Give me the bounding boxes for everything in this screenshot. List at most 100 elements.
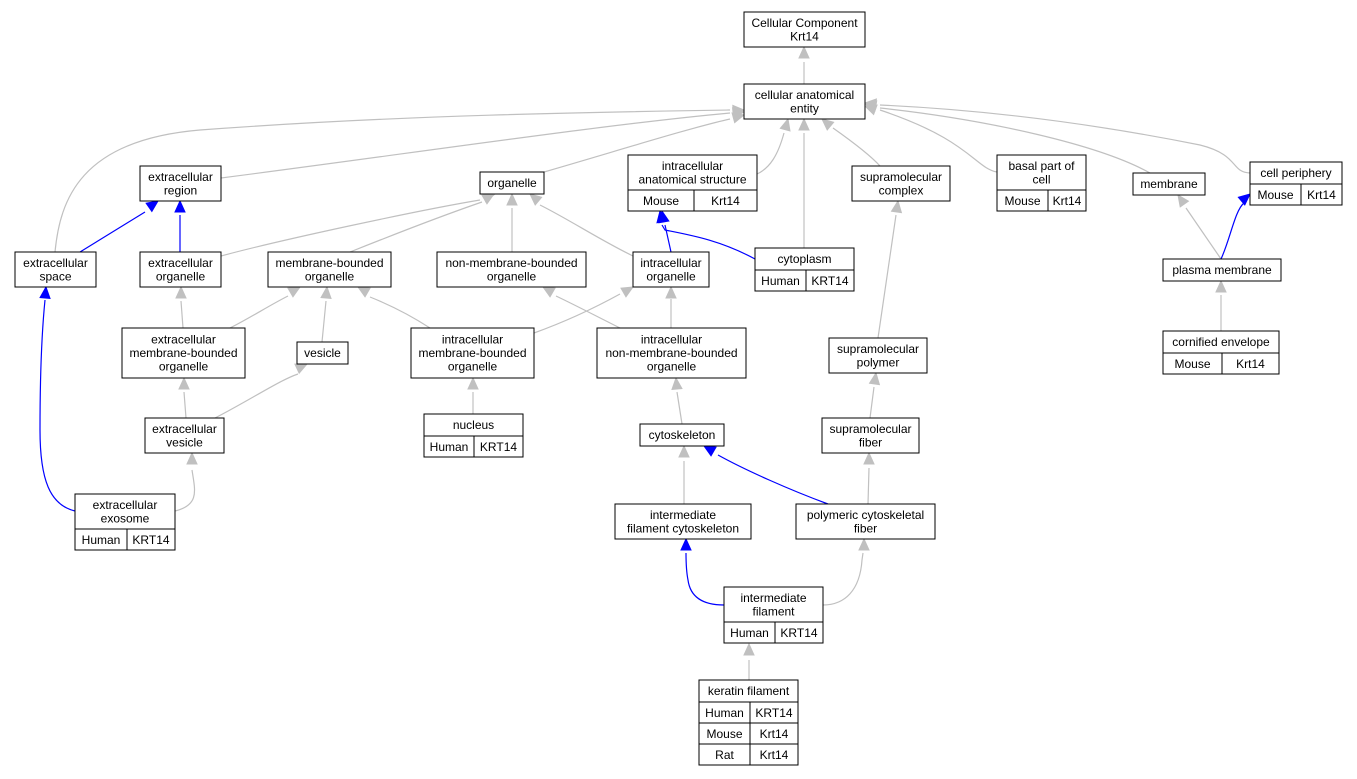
edge-line [676,391,683,425]
node-label-line: Cellular Component [751,16,858,30]
gene-cell: Krt14 [693,189,758,212]
node-label-line: cytoplasm [777,252,831,266]
node-box [1162,258,1282,282]
arrowhead [680,537,692,551]
node-label-line: supramolecular [860,170,942,184]
gene-cell: Krt14 [1047,189,1087,212]
node-box [743,11,866,48]
gene-label: Krt14 [760,727,789,741]
cell-box [774,621,824,644]
arrowhead [287,286,302,298]
edge-line [349,201,483,253]
arrowhead [798,45,810,59]
node-box [723,586,824,623]
arrowhead [821,118,835,131]
arrowhead [506,192,518,206]
edge-line [685,552,725,606]
edge-suppolymer-to-supcomplex [877,199,903,339]
edge-line [543,118,731,173]
node-box [627,154,758,191]
species-label: Human [761,274,800,288]
edge-organelle-to-cae [543,112,746,173]
node-box [996,154,1087,191]
node-vesicle[interactable]: vesicle [296,341,349,365]
edge-nucleus-to-imbo [467,376,479,414]
arrowhead [798,117,810,131]
node-box [410,327,535,379]
species-cell: Human [723,621,776,644]
edge-extspace-to-cae [54,104,746,253]
node-label-line: extracellular [93,498,158,512]
gene-cell: KRT14 [805,269,855,292]
node-label-line: intermediate [650,508,716,522]
node-label-line: anatomical structure [638,172,746,186]
arrowhead [175,285,187,299]
edge-line [822,552,864,606]
node-label-line: organelle [487,176,537,190]
gene-cell: KRT14 [126,528,176,551]
species-label: Mouse [1174,357,1210,371]
node-label-line: cellular anatomical [755,88,854,102]
cell-box [805,269,855,292]
node-membrane[interactable]: membrane [1132,172,1206,196]
edge-line [832,127,881,167]
node-cytoskeleton[interactable]: cytoskeleton [639,423,725,447]
node-organelle[interactable]: organelle [479,171,545,195]
edge-line [229,295,289,329]
node-box [1132,172,1206,196]
node-label-line: nucleus [453,418,494,432]
node-inmbo[interactable]: intracellularnon-membrane-boundedorganel… [596,327,747,379]
species-cell: Mouse [1249,183,1302,206]
node-label-line: basal part of [1008,159,1075,173]
gene-label: Krt14 [711,194,740,208]
node-label-line: plasma membrane [1172,263,1272,277]
gene-label: Krt14 [1053,194,1082,208]
node-label-line: intracellular [640,256,701,270]
cell-box [126,528,176,551]
arrowhead [541,286,556,298]
cell-box [1047,189,1087,212]
edge-plasma-to-periphery [1220,193,1251,260]
edge-ias-to-cae [756,117,791,175]
edge-line [220,112,731,179]
node-box [267,251,392,288]
arrowhead [356,286,371,298]
edge-line [879,107,1151,174]
edge-embo-to-extorg [175,285,187,329]
node-label-line: organelle [159,360,209,374]
arrowhead [1237,193,1251,206]
node-label-line: keratin filament [708,684,790,698]
edge-plasma-to-membrane [1177,194,1222,260]
edge-line [533,293,621,334]
node-box [139,251,222,288]
species-cell: Rat [698,743,751,766]
node-box [479,171,545,195]
gene-label: KRT14 [811,274,848,288]
node-plasma[interactable]: plasma membrane [1162,258,1282,282]
